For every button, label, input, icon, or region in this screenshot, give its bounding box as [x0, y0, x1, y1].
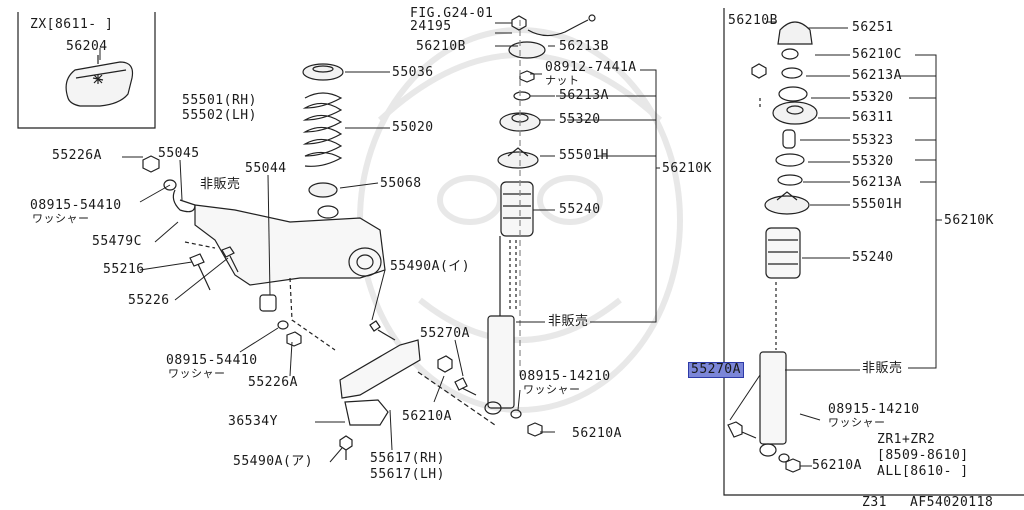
- part-number-55226a: 55226A: [248, 375, 298, 390]
- part-number-56210c: 56210C: [852, 47, 902, 62]
- part-number-55216: 55216: [103, 262, 145, 277]
- washer-label: ワッシャー: [828, 416, 886, 429]
- part-number-55479c: 55479C: [92, 234, 142, 249]
- washer-label: ワッシャー: [523, 383, 581, 396]
- part-number-55501h: 55501H: [852, 197, 902, 212]
- part-number-56204: 56204: [66, 39, 108, 54]
- part-number-56213b: 56213B: [559, 39, 609, 54]
- figure-reference: FIG.G24-01: [410, 6, 494, 21]
- coil-spring-drawing: [302, 63, 344, 198]
- model-range-label: ZX[8611- ]: [30, 17, 114, 32]
- part-number-55020: 55020: [392, 120, 434, 135]
- part-number-55617-rh: 55617(RH): [370, 451, 445, 466]
- part-number-55320: 55320: [559, 112, 601, 127]
- model-code: Z31: [862, 495, 887, 510]
- part-number-55226a: 55226A: [52, 148, 102, 163]
- model-date-range: ALL[8610- ]: [877, 464, 969, 479]
- lower-link-drawing: [339, 320, 496, 460]
- part-number-56210a: 56210A: [812, 458, 862, 473]
- part-number-55320: 55320: [852, 154, 894, 169]
- part-number-56210k: 56210K: [662, 161, 712, 176]
- part-number-55226: 55226: [128, 293, 170, 308]
- part-number-56210b: 56210B: [416, 39, 466, 54]
- part-number-08915-54410: 08915-54410: [30, 198, 122, 213]
- part-number-56210k: 56210K: [944, 213, 994, 228]
- part-number-55490a-a: 55490A(ア): [233, 454, 314, 469]
- part-number-55501h: 55501H: [559, 148, 609, 163]
- inset-frame: [17, 12, 156, 129]
- part-number-55270a: 55270A: [420, 326, 470, 341]
- part-number-56213a: 56213A: [852, 175, 902, 190]
- washer-label: ワッシャー: [168, 367, 226, 380]
- not-sold-label: 非販売: [548, 314, 589, 329]
- part-number-55502-lh: 55502(LH): [182, 108, 257, 123]
- part-number-56213a: 56213A: [852, 68, 902, 83]
- part-number-56251: 56251: [852, 20, 894, 35]
- right-panel-frame: [723, 8, 1024, 496]
- part-number-56210b: 56210B: [728, 13, 778, 28]
- part-number-08915-14210: 08915-14210: [519, 369, 611, 384]
- trailing-arm-drawing: [172, 189, 386, 351]
- part-number-08912-7441a: 08912-7441A: [545, 60, 637, 75]
- highlighted-part-55270a[interactable]: 55270A: [688, 362, 744, 378]
- part-number-08915-14210: 08915-14210: [828, 402, 920, 417]
- part-number-56311: 56311: [852, 110, 894, 125]
- part-number-56213a: 56213A: [559, 88, 609, 103]
- part-number-55617-lh: 55617(LH): [370, 467, 445, 482]
- part-number-55068: 55068: [380, 176, 422, 191]
- right-shock-drawing: [727, 21, 818, 473]
- model-applicability-title: ZR1+ZR2: [877, 432, 936, 447]
- part-number-55044: 55044: [245, 161, 287, 176]
- part-number-56210a: 56210A: [572, 426, 622, 441]
- leader-lines: [99, 21, 942, 467]
- part-number-55323: 55323: [852, 133, 894, 148]
- part-number-55036: 55036: [392, 65, 434, 80]
- diagram-id: AF54020118: [910, 495, 994, 510]
- part-number-55501-rh: 55501(RH): [182, 93, 257, 108]
- cap-56204-drawing: [65, 55, 134, 107]
- model-date-range: [8509-8610]: [877, 448, 969, 463]
- part-number-36534y: 36534Y: [228, 414, 278, 429]
- nut-label: ナット: [545, 74, 580, 87]
- part-number-55320: 55320: [852, 90, 894, 105]
- not-sold-label: 非販売: [200, 177, 241, 192]
- part-number-55490a-i: 55490A(イ): [390, 259, 471, 274]
- washer-label: ワッシャー: [32, 212, 90, 225]
- not-sold-label: 非販売: [862, 361, 903, 376]
- part-number-56210a: 56210A: [402, 409, 452, 424]
- part-number-55045: 55045: [158, 146, 200, 161]
- part-number-55240: 55240: [852, 250, 894, 265]
- part-number-08915-54410: 08915-54410: [166, 353, 258, 368]
- part-number-24195: 24195: [410, 19, 452, 34]
- part-number-55240: 55240: [559, 202, 601, 217]
